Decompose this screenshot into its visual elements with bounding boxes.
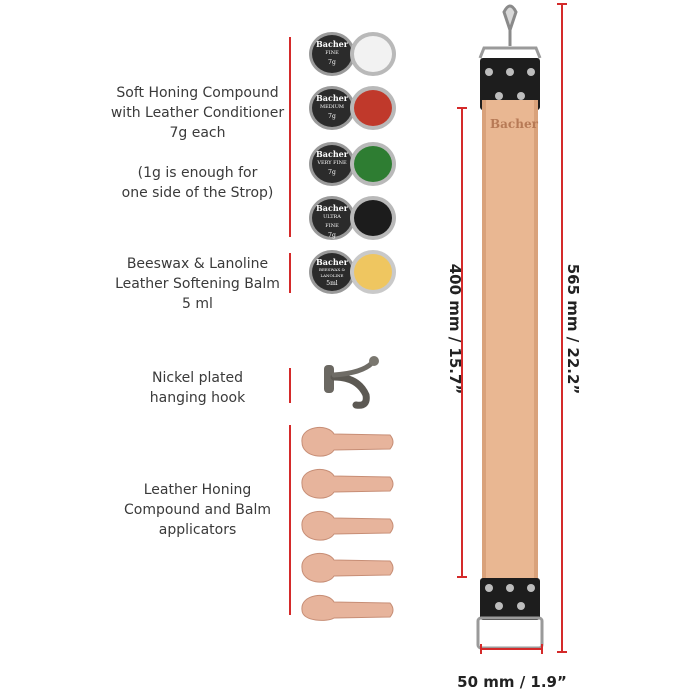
bottom-ring	[476, 616, 544, 650]
balm-bracket	[289, 253, 291, 293]
tin-fine-brand: Bacher	[316, 39, 348, 49]
width-dim-cap-left	[480, 644, 482, 654]
hook-icon	[324, 356, 379, 409]
applicators-label-line3: applicators	[158, 522, 237, 538]
length-dim-cap-top	[457, 107, 467, 109]
compound-bracket	[289, 37, 291, 237]
tin-fine-weight: 7g	[328, 59, 336, 66]
applicators-graphic	[301, 426, 394, 621]
length-dimension-line	[461, 108, 463, 578]
hook-label-line1: Nickel plated	[152, 370, 243, 386]
tin-balm-compound	[354, 254, 392, 290]
balm-label-line3: 5 ml	[182, 296, 213, 312]
strop-leather	[482, 100, 538, 580]
tin-ultra-fine: Bacher ULTRA FINE 7g	[308, 194, 398, 242]
hook-label: Nickel plated hanging hook	[110, 368, 285, 408]
applicators-label-line1: Leather Honing	[143, 482, 252, 498]
tin-very-fine-brand: Bacher	[316, 149, 348, 159]
length-dimension-label: 400 mm / 15.7”	[446, 263, 464, 395]
bottom-tab	[480, 578, 540, 620]
hook-bracket	[289, 368, 291, 403]
total-dim-cap-bottom	[557, 651, 567, 653]
applicators-label: Leather Honing Compound and Balm applica…	[110, 480, 285, 540]
tin-medium: Bacher MEDIUM 7g	[308, 84, 398, 132]
compound-label-line4: (1g is enough for	[137, 165, 258, 181]
tin-balm-brand: Bacher	[316, 257, 348, 267]
strop-graphic	[476, 4, 544, 650]
tin-ultra-fine-brand: Bacher	[316, 203, 348, 213]
tin-fine: Bacher FINE 7g	[308, 30, 398, 78]
width-dim-cap-right	[541, 644, 543, 654]
applicators-bracket	[289, 425, 291, 615]
width-dimension-label: 50 mm / 1.9”	[457, 673, 567, 691]
tin-balm-graphic	[309, 250, 396, 294]
balm-label: Beeswax & Lanoline Leather Softening Bal…	[110, 254, 285, 314]
swivel-clip-icon	[502, 4, 518, 46]
applicator-1	[301, 426, 394, 457]
tin-ultra-fine-compound	[354, 200, 392, 236]
hook-label-line2: hanging hook	[149, 390, 246, 406]
applicators-label-line2: Compound and Balm	[123, 502, 271, 518]
tin-fine-graphic	[309, 32, 396, 76]
length-dim-cap-bottom	[457, 576, 467, 578]
tin-balm-grade: BEESWAX & LANOLINE	[319, 267, 345, 278]
tin-medium-brand: Bacher	[316, 93, 348, 103]
tin-medium-weight: 7g	[328, 113, 336, 120]
tin-ultra-fine-grade: ULTRA FINE	[323, 214, 341, 229]
tin-fine-compound	[354, 36, 392, 72]
tin-medium-compound	[354, 90, 392, 126]
total-dimension-line	[561, 3, 563, 653]
tin-balm-weight: 5ml	[326, 280, 338, 287]
tin-medium-graphic	[309, 86, 396, 130]
tin-balm: Bacher BEESWAX & LANOLINE 5ml	[308, 248, 398, 296]
tin-very-fine-compound	[354, 146, 392, 182]
tin-very-fine: Bacher VERY FINE 7g	[308, 140, 398, 188]
applicator-5	[301, 594, 394, 621]
applicators	[298, 424, 398, 624]
compound-label: Soft Honing Compound with Leather Condit…	[110, 83, 285, 203]
compound-label-line5: one side of the Strop)	[121, 185, 274, 201]
compound-label-line3: 7g each	[169, 125, 226, 141]
tin-ultra-fine-weight: 7g	[328, 232, 336, 239]
tin-ultra-fine-graphic	[309, 196, 396, 240]
tin-very-fine-weight: 7g	[328, 169, 336, 176]
total-dim-cap-top	[557, 3, 567, 5]
top-tab	[480, 58, 540, 110]
balm-label-line2: Leather Softening Balm	[115, 276, 280, 292]
tin-very-fine-graphic	[309, 142, 396, 186]
width-dimension-line	[481, 648, 543, 650]
tin-medium-grade: MEDIUM	[319, 104, 345, 110]
compound-label-line1: Soft Honing Compound	[116, 85, 279, 101]
strop-brand: Bacher	[490, 117, 538, 131]
balm-label-line1: Beeswax & Lanoline	[126, 256, 269, 272]
tin-very-fine-grade: VERY FINE	[317, 160, 347, 166]
hanging-hook	[318, 355, 388, 415]
total-dimension-label: 565 mm / 22.2”	[564, 263, 582, 395]
strop: Bacher	[470, 0, 560, 660]
applicator-3	[301, 510, 394, 541]
compound-label-line2: with Leather Conditioner	[110, 105, 285, 121]
tin-fine-grade: FINE	[325, 50, 339, 56]
applicator-2	[301, 468, 394, 499]
applicator-4	[301, 552, 394, 583]
